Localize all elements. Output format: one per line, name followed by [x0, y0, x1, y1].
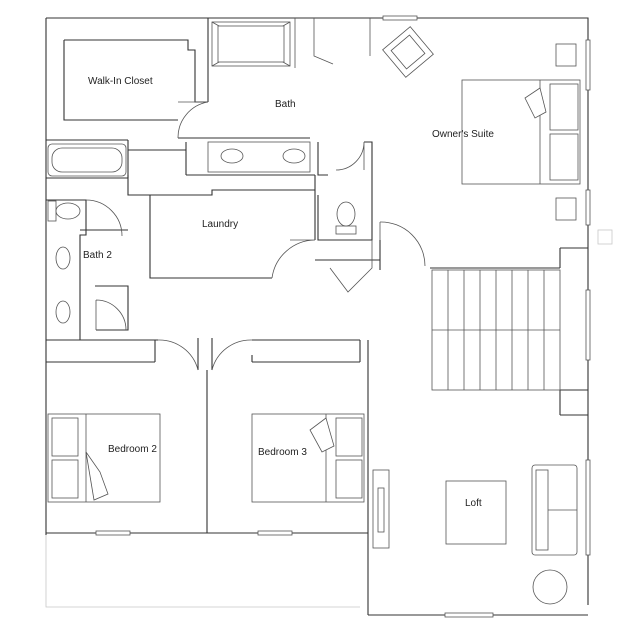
room-label-loft: Loft: [465, 498, 482, 509]
room-label-bath-2: Bath 2: [83, 250, 112, 261]
stairs: [431, 269, 561, 391]
fixtures: [47, 21, 581, 605]
room-label-owners-suite: Owner's Suite: [432, 129, 494, 140]
interior-walls: [46, 18, 588, 605]
doors: [85, 101, 426, 371]
room-label-bath: Bath: [275, 99, 296, 110]
room-labels: Walk-In Closet Bath Owner's Suite Laundr…: [83, 76, 494, 509]
room-label-bedroom-3: Bedroom 3: [258, 447, 307, 458]
room-label-bedroom-2: Bedroom 2: [108, 444, 157, 455]
windows: [95, 15, 591, 618]
exterior-marker: [597, 229, 613, 245]
room-label-laundry: Laundry: [202, 219, 238, 230]
room-label-walk-in-closet: Walk-In Closet: [88, 76, 153, 87]
